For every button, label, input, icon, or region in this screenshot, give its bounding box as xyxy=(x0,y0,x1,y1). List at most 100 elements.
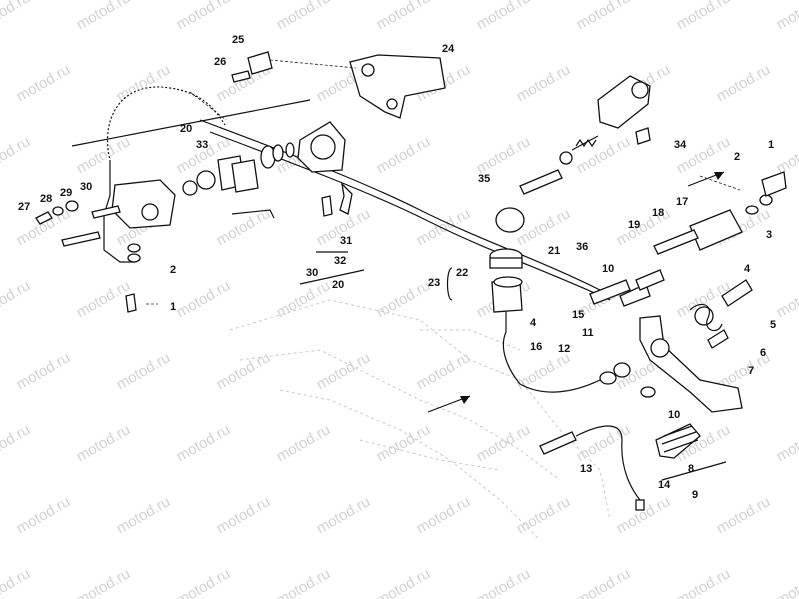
watermark-text: motod.ru xyxy=(314,493,374,537)
rear-caliper xyxy=(111,170,216,229)
watermark-text: motod.ru xyxy=(574,565,634,599)
callout-2: 2 xyxy=(734,151,740,163)
bleed-valve xyxy=(231,182,353,219)
callout-33: 33 xyxy=(196,139,208,151)
brake-pads xyxy=(217,142,295,193)
callout-34: 34 xyxy=(674,139,687,151)
callout-21: 21 xyxy=(548,245,560,257)
watermark-text: motod.ru xyxy=(514,493,574,537)
direction-arrows xyxy=(427,171,725,413)
watermark-text: motod.ru xyxy=(0,421,33,465)
callout-24: 24 xyxy=(442,43,455,55)
callout-29: 29 xyxy=(60,187,72,199)
callout-30: 30 xyxy=(80,181,92,193)
callout-16: 16 xyxy=(530,341,542,353)
watermark-text: motod.ru xyxy=(714,493,774,537)
watermark-text: motod.ru xyxy=(574,133,634,177)
watermark-text: motod.ru xyxy=(74,0,134,33)
watermark-text: motod.ru xyxy=(274,0,334,33)
callout-20: 20 xyxy=(180,123,192,135)
callout-10: 10 xyxy=(602,263,614,275)
watermark-text: motod.ru xyxy=(774,0,799,33)
caliper-bracket xyxy=(349,54,446,119)
rubber-boot xyxy=(655,423,701,459)
callout-26: 26 xyxy=(214,56,226,68)
watermark-text: motod.ru xyxy=(74,277,134,321)
push-rod-cylinder xyxy=(653,171,787,255)
caliper-carrier xyxy=(297,121,346,173)
callout-4: 4 xyxy=(744,263,751,275)
callout-27: 27 xyxy=(18,201,30,213)
watermark-text: motod.ru xyxy=(314,349,374,393)
watermark-text: motod.ru xyxy=(674,565,734,599)
watermark-text: motod.ru xyxy=(374,421,434,465)
watermark-text: motod.ru xyxy=(174,277,234,321)
watermark-text: motod.ru xyxy=(774,133,799,177)
watermark-text: motod.ru xyxy=(514,61,574,105)
callout-8: 8 xyxy=(688,463,694,475)
callout-17: 17 xyxy=(676,196,688,208)
watermark-text: motod.ru xyxy=(774,565,799,599)
brake-hose xyxy=(103,85,227,263)
callout-30: 30 xyxy=(306,267,318,279)
callout-12: 12 xyxy=(558,343,570,355)
watermark-text: motod.ru xyxy=(474,133,534,177)
brake-pedal xyxy=(639,279,753,413)
watermark-text: motod.ru xyxy=(0,277,33,321)
watermark-text: motod.ru xyxy=(774,277,799,321)
watermark-text: motod.ru xyxy=(74,565,134,599)
watermark-text: motod.ru xyxy=(114,349,174,393)
callout-labels: 1 1 2 2 3 4 4 5 6 7 8 9 10 10 11 12 13 1… xyxy=(18,34,776,501)
watermark-text: motod.ru xyxy=(674,0,734,33)
watermark-text: motod.ru xyxy=(174,421,234,465)
fluid-reservoir xyxy=(489,248,601,393)
bushings xyxy=(589,269,665,398)
watermark-text: motod.ru xyxy=(14,349,74,393)
callout-35: 35 xyxy=(478,173,490,185)
callout-31: 31 xyxy=(340,235,352,247)
watermark-text: motod.ru xyxy=(74,421,134,465)
callout-11: 11 xyxy=(582,327,594,339)
callout-19: 19 xyxy=(628,219,640,231)
watermark-text: motod.ru xyxy=(374,0,434,33)
watermark-text: motod.ru xyxy=(574,0,634,33)
watermark-text: motod.ru xyxy=(474,0,534,33)
watermark-text: motod.ru xyxy=(0,0,33,33)
callout-36: 36 xyxy=(576,241,588,253)
stoplight-switch-cable xyxy=(539,425,645,511)
callout-3: 3 xyxy=(766,229,772,241)
watermark-text: motod.ru xyxy=(14,61,74,105)
callout-13: 13 xyxy=(580,463,592,475)
watermark-text: motod.ru xyxy=(14,493,74,537)
watermark-text: motod.ru xyxy=(374,277,434,321)
watermark-text: motod.ru xyxy=(174,0,234,33)
callout-20: 20 xyxy=(332,279,344,291)
watermark-text: motod.ru xyxy=(0,565,33,599)
bolts-left xyxy=(35,200,141,313)
watermark-text: motod.ru xyxy=(274,421,334,465)
watermark-text: motod.ru xyxy=(514,349,574,393)
callout-23: 23 xyxy=(428,277,440,289)
watermark-text: motod.ru xyxy=(114,493,174,537)
watermark-text: motod.ru xyxy=(374,565,434,599)
callout-32: 32 xyxy=(334,255,346,267)
callout-1: 1 xyxy=(170,301,176,313)
watermark-text: motod.ru xyxy=(274,565,334,599)
callout-14: 14 xyxy=(658,479,671,491)
hose-clamp xyxy=(231,51,273,83)
callout-15: 15 xyxy=(572,309,584,321)
callout-5: 5 xyxy=(770,319,776,331)
callout-28: 28 xyxy=(40,193,52,205)
master-cylinder xyxy=(495,75,651,233)
callout-4: 4 xyxy=(530,317,537,329)
callout-1: 1 xyxy=(768,139,774,151)
watermark-text: motod.ru xyxy=(214,205,274,249)
watermark-text: motod.ru xyxy=(574,421,634,465)
watermark-text: motod.ru xyxy=(774,421,799,465)
watermark-text: motod.ru xyxy=(174,565,234,599)
watermark-text: motod.ru xyxy=(714,61,774,105)
callout-22: 22 xyxy=(456,267,468,279)
watermark-text: motod.ru xyxy=(514,205,574,249)
leader-lines xyxy=(71,59,741,481)
